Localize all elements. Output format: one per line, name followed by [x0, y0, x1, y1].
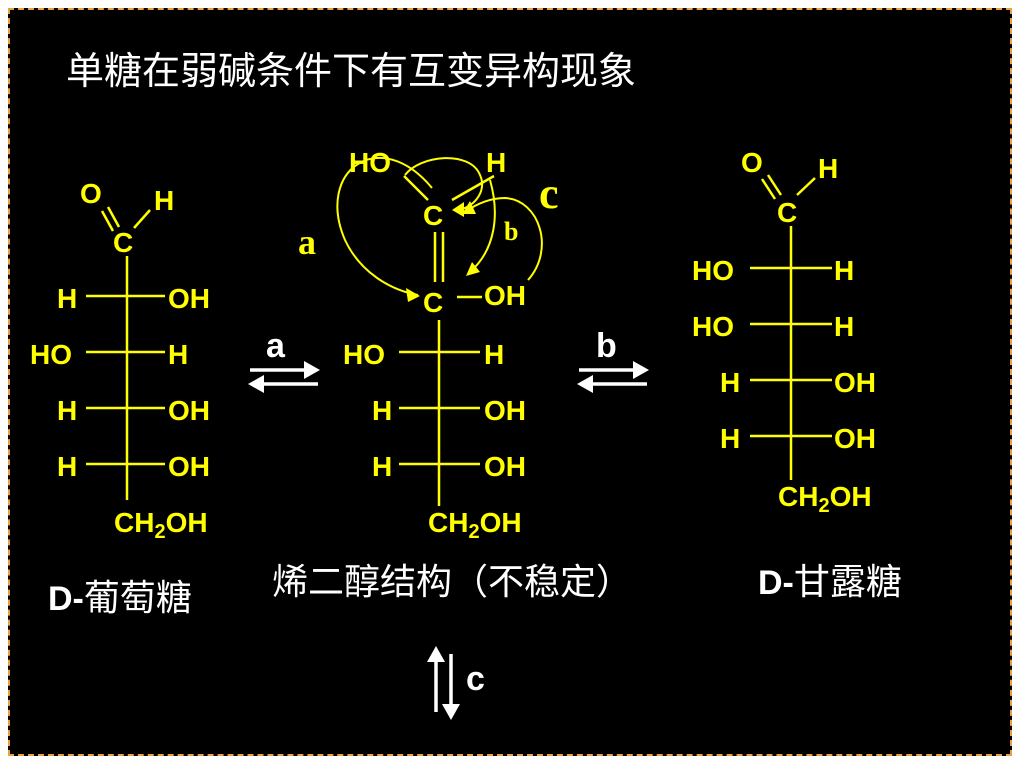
arrow-label-c: c — [466, 660, 485, 698]
mannose-c4-oh: OH — [834, 367, 876, 398]
glucose-ch2oh: CH2OH — [114, 507, 208, 543]
mannose-c2-h: H — [834, 255, 854, 286]
glucose-c3-h: H — [168, 339, 188, 370]
arrowhead-a — [406, 288, 420, 302]
mannose-c4-h: H — [720, 367, 740, 398]
curved-label-c: c — [539, 169, 559, 218]
enediol-label: 烯二醇结构（不稳定） — [272, 562, 632, 603]
mannose-c3-h: H — [834, 311, 854, 342]
enediol-structure: HO H C C OH HO H H OH H OH CH2OH — [298, 147, 559, 543]
mannose-c2-ho: HO — [692, 255, 734, 286]
mannose-c5-h: H — [720, 423, 740, 454]
glucose-structure: O H C H OH HO H H OH H OH CH2OH — [30, 178, 210, 543]
glucose-c5-oh: OH — [168, 451, 210, 482]
mannose-aldehyde-o: O — [741, 147, 763, 178]
enediol-c2-oh: OH — [484, 280, 526, 311]
enediol-c1-h: H — [486, 147, 506, 178]
equilibrium-arrow-c — [427, 646, 460, 720]
glucose-c2-oh: OH — [168, 283, 210, 314]
curved-arrow-b — [469, 179, 496, 273]
mannose-structure: O H C HO H HO H H OH H OH CH2OH — [692, 147, 876, 517]
glucose-c2-h: H — [57, 283, 77, 314]
curved-arrow-top — [404, 157, 483, 211]
arrowhead-c — [462, 201, 476, 214]
mannose-c1: C — [777, 197, 797, 228]
enediol-c4-h: H — [372, 395, 392, 426]
mannose-aldehyde-h: H — [818, 153, 838, 184]
equilibrium-arrow-b — [577, 361, 649, 393]
mannose-c3-ho: HO — [692, 311, 734, 342]
curved-label-a: a — [298, 222, 316, 262]
arrow-label-a: a — [266, 327, 286, 365]
enediol-c1-ho: HO — [349, 147, 391, 178]
mannose-ch2oh: CH2OH — [778, 481, 872, 517]
enediol-c3-h: H — [484, 339, 504, 370]
slide-title: 单糖在弱碱条件下有互变异构现象 — [66, 49, 636, 93]
enediol-c1: C — [423, 200, 443, 231]
glucose-aldehyde-h: H — [154, 185, 174, 216]
enediol-c2: C — [423, 287, 443, 318]
glucose-c4-oh: OH — [168, 395, 210, 426]
arrowhead-top — [452, 202, 464, 217]
enediol-c5-h: H — [372, 451, 392, 482]
enediol-ch2oh: CH2OH — [428, 507, 522, 543]
glucose-c1: C — [113, 227, 133, 258]
glucose-c5-h: H — [57, 451, 77, 482]
mannose-label: D-甘露糖 — [758, 562, 902, 603]
curved-label-b: b — [504, 217, 518, 246]
enediol-c3-ho: HO — [343, 339, 385, 370]
arrow-label-b: b — [596, 327, 617, 365]
enediol-c5-oh: OH — [484, 451, 526, 482]
glucose-c3-ho: HO — [30, 339, 72, 370]
curved-arrow-a — [336, 157, 433, 296]
equilibrium-arrow-a — [248, 361, 320, 393]
enediol-c4-oh: OH — [484, 395, 526, 426]
glucose-aldehyde-o: O — [80, 178, 102, 209]
slide-frame — [8, 8, 1012, 756]
glucose-c4-h: H — [57, 395, 77, 426]
mannose-c5-oh: OH — [834, 423, 876, 454]
glucose-label: D-葡萄糖 — [48, 578, 192, 619]
arrowhead-b — [466, 262, 480, 276]
curved-arrow-c — [464, 196, 543, 281]
